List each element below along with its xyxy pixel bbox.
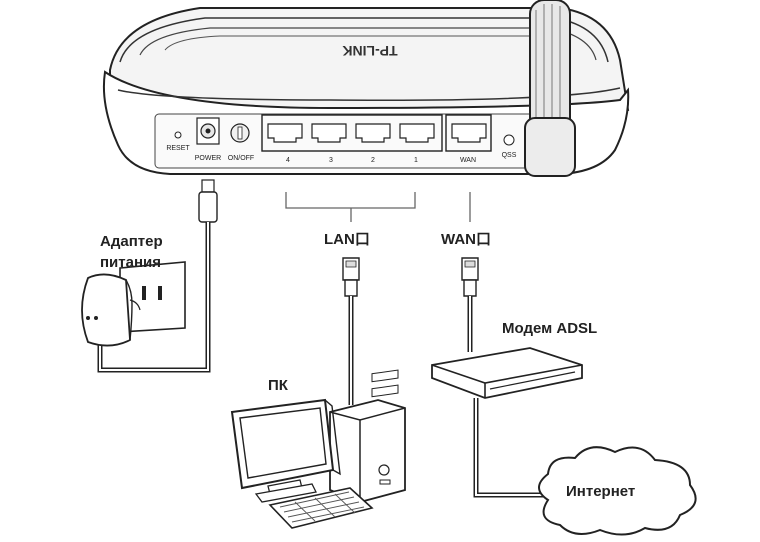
power-label: POWER [195,155,221,162]
pc [230,369,406,529]
lan-ports: 4 3 2 1 [261,114,443,164]
lan-label: LAN口 [324,231,370,248]
reset-label: RESET [166,145,190,152]
wan-port-label: WAN [460,157,476,164]
antenna [524,0,576,177]
adapter-label-line2: питания [100,254,161,271]
router: TP-LINK RESET POWER ON/OFF 4 3 2 [102,0,630,177]
adapter-label-line1: Адаптер [100,233,163,250]
lan-cable [342,257,360,405]
power-adapter [81,261,186,347]
internet-cloud [538,446,697,536]
wan-port: WAN [445,114,492,164]
wan-label: WAN口 [441,231,491,248]
lan2-label: 2 [371,157,375,164]
internet-cable [473,398,545,498]
lan3-label: 3 [329,157,333,164]
power-cable [97,179,218,373]
wan-cable [461,257,479,352]
modem-label: Модем ADSL [502,320,597,337]
router-brand-logo: TP-LINK [342,43,397,59]
qss-label: QSS [502,152,517,159]
lan1-label: 1 [414,157,418,164]
onoff-label: ON/OFF [228,155,254,162]
internet-label: Интернет [566,483,635,500]
adsl-modem [431,347,583,399]
pc-label: ПК [268,377,289,394]
lan-bracket [285,192,416,222]
lan4-label: 4 [286,157,290,164]
